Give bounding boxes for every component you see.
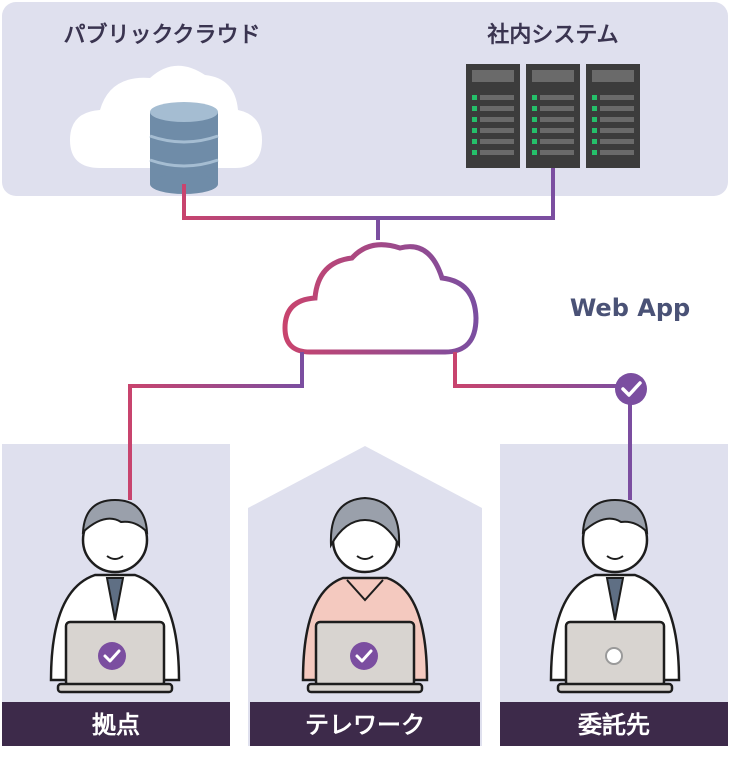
location-label-telework: テレワーク [305,711,425,739]
database-icon [149,102,219,194]
location-label-contractor: 委託先 [577,711,650,739]
laptop-icon [56,620,174,694]
footer-telework [250,702,480,746]
check-badge-icon [615,373,647,405]
wire-top [182,168,555,240]
footer-base [2,702,230,746]
wire-bottom [128,352,632,500]
internal-system-label: 社内システム [487,22,618,48]
server-rack-icon [466,64,640,168]
laptop-icon [306,620,424,694]
public-cloud-label: パブリッククラウド [63,22,260,48]
location-label-base: 拠点 [92,711,140,739]
footer-contractor [500,702,728,746]
web-app-cloud-icon [282,242,479,355]
web-app-label: Web App [570,294,690,322]
laptop-icon [556,620,674,694]
